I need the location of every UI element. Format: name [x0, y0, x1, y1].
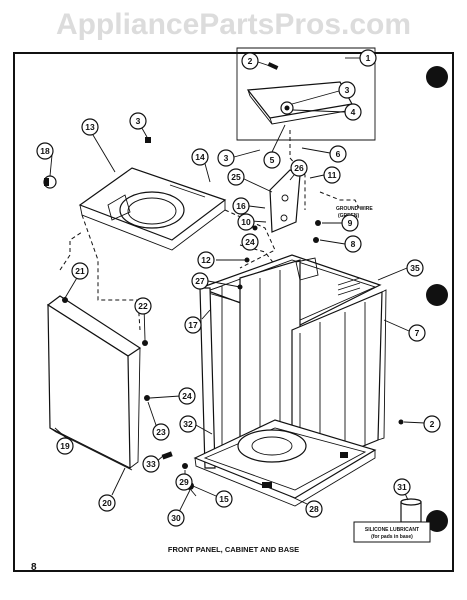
diagram-frame: [13, 52, 454, 572]
svg-text:32: 32: [183, 419, 193, 429]
callout-25: 25: [227, 168, 245, 186]
svg-text:29: 29: [179, 477, 189, 487]
callout-8: 8: [344, 235, 362, 253]
svg-text:24: 24: [245, 237, 255, 247]
svg-text:1: 1: [366, 53, 371, 63]
svg-text:26: 26: [294, 163, 304, 173]
part-top-panel: [78, 167, 227, 251]
registration-dot-top: [426, 66, 448, 88]
callout-27: 27: [191, 272, 209, 290]
callout-33: 33: [142, 455, 160, 473]
callout-3-mid: 3: [217, 149, 235, 167]
callout-31: 31: [393, 478, 411, 496]
svg-text:30: 30: [171, 513, 181, 523]
callout-15: 15: [215, 490, 233, 508]
part-front-panel: [46, 295, 148, 471]
registration-dot-bottom: [426, 510, 448, 532]
svg-text:12: 12: [201, 255, 211, 265]
callout-2-lid: 2: [241, 52, 259, 70]
svg-text:25: 25: [231, 172, 241, 182]
svg-text:13: 13: [85, 122, 95, 132]
part-screw: [145, 137, 151, 143]
svg-text:3: 3: [136, 116, 141, 126]
svg-text:11: 11: [328, 170, 337, 180]
callout-7: 7: [408, 324, 426, 342]
svg-text:18: 18: [40, 146, 50, 156]
callout-10: 10: [237, 213, 255, 231]
callout-6: 6: [329, 145, 347, 163]
part-base: [193, 419, 377, 507]
callout-22: 22: [134, 297, 152, 315]
callout-18: 18: [36, 142, 54, 160]
callout-29: 29: [175, 473, 193, 491]
callout-11: 11: [323, 166, 341, 184]
page-number: 8: [31, 562, 37, 573]
callout-23: 23: [152, 423, 170, 441]
svg-text:8: 8: [351, 239, 356, 249]
svg-text:3: 3: [345, 85, 350, 95]
callouts: 1 2 3 4 5 3 6 13 3 18 14 25 26 11 16 10 …: [36, 49, 441, 527]
svg-text:16: 16: [236, 201, 246, 211]
callout-13: 13: [81, 118, 99, 136]
callout-5: 5: [263, 151, 281, 169]
callout-35: 35: [406, 259, 424, 277]
svg-text:19: 19: [60, 441, 70, 451]
svg-text:15: 15: [219, 494, 229, 504]
svg-text:33: 33: [146, 459, 156, 469]
callout-12: 12: [197, 251, 215, 269]
callout-21: 21: [71, 262, 89, 280]
ground-wire-note-line1: GROUND WIRE: [336, 206, 373, 212]
part-silicone-lubricant-can: [353, 498, 431, 543]
callout-3-top: 3: [129, 112, 147, 130]
callout-32: 32: [179, 415, 197, 433]
registration-dot-middle: [426, 284, 448, 306]
callout-19: 19: [56, 437, 74, 455]
callout-26: 26: [290, 159, 308, 177]
svg-text:2: 2: [248, 56, 253, 66]
callout-28: 28: [305, 500, 323, 518]
callout-17: 17: [184, 316, 202, 334]
svg-text:24: 24: [182, 391, 192, 401]
callout-1: 1: [359, 49, 377, 67]
watermark-text: AppliancePartsPros.com: [55, 8, 412, 41]
callout-4: 4: [344, 103, 362, 121]
callout-14: 14: [191, 148, 209, 166]
svg-text:3: 3: [224, 153, 229, 163]
svg-text:9: 9: [348, 218, 353, 228]
svg-text:20: 20: [102, 498, 112, 508]
svg-text:4: 4: [351, 107, 356, 117]
svg-text:14: 14: [195, 152, 205, 162]
callout-20: 20: [98, 494, 116, 512]
callout-9: 9: [341, 214, 359, 232]
callout-24-side: 24: [178, 387, 196, 405]
callout-16: 16: [232, 197, 250, 215]
svg-text:7: 7: [415, 328, 420, 338]
svg-text:23: 23: [156, 427, 166, 437]
svg-text:22: 22: [138, 301, 148, 311]
diagram-caption: FRONT PANEL, CABINET AND BASE: [167, 545, 300, 554]
svg-text:31: 31: [397, 482, 407, 492]
silicone-note-line2: (for pads in base): [371, 534, 413, 540]
svg-text:27: 27: [195, 276, 205, 286]
svg-text:35: 35: [410, 263, 420, 273]
part-knob: [43, 175, 57, 189]
callout-24-top: 24: [241, 233, 259, 251]
svg-text:10: 10: [241, 217, 251, 227]
callout-2-cabinet: 2: [423, 415, 441, 433]
svg-text:2: 2: [430, 419, 435, 429]
svg-text:5: 5: [270, 155, 275, 165]
svg-text:17: 17: [188, 320, 198, 330]
callout-30: 30: [167, 509, 185, 527]
part-lid-assembly: [236, 47, 376, 141]
svg-text:28: 28: [309, 504, 319, 514]
part-bracket: [269, 169, 301, 233]
callout-3-lid: 3: [338, 81, 356, 99]
svg-text:21: 21: [75, 266, 85, 276]
part-cabinet: [198, 254, 387, 476]
silicone-note-line1: SILICONE LUBRICANT: [365, 527, 419, 533]
svg-text:6: 6: [336, 149, 341, 159]
